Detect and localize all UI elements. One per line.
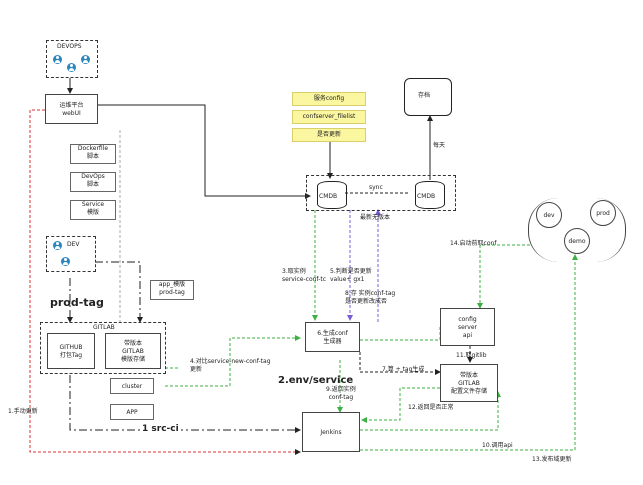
cmdb-icon (415, 181, 445, 209)
line-manual-update (29, 109, 301, 455)
env-prod[interactable]: prod (590, 200, 616, 226)
line-4 (165, 335, 301, 387)
generator-label: 6.生成conf 生成器 (317, 330, 348, 345)
jenkins-label: Jenkins (320, 429, 342, 436)
app-template-doc: app_模版 prod-tag (150, 280, 194, 300)
step-11-label: 11.取gitlib (456, 352, 487, 359)
line-7 (359, 352, 441, 375)
line-14 (477, 244, 530, 309)
jenkins-box[interactable]: Jenkins (302, 412, 360, 452)
platform-box[interactable]: 运维平台 webUI (45, 94, 98, 124)
platform-label: 运维平台 webUI (59, 102, 84, 117)
cmdb-label: CMDB (319, 193, 338, 200)
latest-label: 最新无版本 (360, 214, 391, 221)
line-platform-cmdb (98, 104, 311, 199)
step-14-label: 14.启动前取conf (450, 240, 497, 247)
step-10-label: 10.调用api (482, 442, 513, 449)
env-demo[interactable]: demo (564, 228, 590, 254)
devops-group: DEVOPS (46, 40, 98, 78)
step-9-label: 9.返回实例 conf-tag (326, 386, 356, 401)
environments-bracket (528, 198, 626, 262)
note-confserver: confserver_filelist (292, 110, 366, 124)
user-icon (61, 257, 70, 266)
github-box[interactable]: GITHUB 打包Tag (47, 333, 95, 369)
gitlab-group: GITLAB GITHUB 打包Tag 带版本 GITLAB 模版存储 (40, 322, 166, 374)
generator-box[interactable]: 6.生成conf 生成器 (305, 322, 360, 352)
line-12 (361, 387, 440, 423)
step-7-label: 7.算 + tag生成 (382, 366, 425, 373)
gitlab-template-box[interactable]: 带版本 GITLAB 模版存储 (105, 333, 161, 369)
dockerfile-doc: Dockerfile 脚本 (70, 144, 116, 164)
every-day-label: 每天 (433, 142, 446, 149)
line-src-ci (69, 375, 301, 433)
config-server-label: config server api (458, 316, 477, 339)
database-label: 存档 (418, 92, 431, 99)
gitlab-config-box[interactable]: 带版本 GITLAB 配置文件存储 (440, 364, 498, 402)
service-template-doc: Service 模版 (70, 200, 116, 220)
step-8-label: 8.存 实例conf-tag 是否更新改成否 (345, 290, 396, 305)
step-4-label: 4.对比service-new-conf-tag 更新 (190, 358, 271, 373)
cmdb-icon (317, 181, 347, 209)
sync-label: sync (369, 184, 383, 191)
gitlab-config-label: 带版本 GITLAB 配置文件存储 (450, 372, 487, 395)
config-server-box[interactable]: config server api (440, 308, 495, 346)
env-dev[interactable]: dev (536, 202, 562, 228)
app-doc: APP (110, 404, 154, 420)
gitlab-template-label: 带版本 GITLAB 模版存储 (120, 340, 145, 363)
devops-script-doc: DevOps 脚本 (70, 172, 116, 192)
note-update: 是否更新 (292, 128, 366, 142)
dev-label: DEV (67, 241, 80, 248)
cmdb-label: CMDB (417, 193, 436, 200)
env-service-label: 2.env/service (278, 375, 354, 386)
line-gen-config (360, 327, 441, 341)
prod-tag-label: prod-tag (50, 296, 104, 309)
github-label: GITHUB 打包Tag (59, 344, 83, 359)
line-dev-tpl (95, 261, 143, 323)
dev-group: DEV (46, 236, 96, 272)
step-5-label: 5.判断是否更新 value+ gx1 (330, 268, 372, 283)
cluster-doc: cluster (110, 378, 154, 394)
src-ci-label: 1 src-ci (140, 424, 181, 434)
step-1-label: 1.手动更新 (8, 408, 38, 415)
cmdb-group: CMDB sync CMDB (306, 175, 456, 211)
gitlab-label: GITLAB (93, 324, 115, 331)
line-10 (360, 391, 501, 431)
user-icon (81, 55, 90, 64)
step-12-label: 12.返回是否正常 (408, 404, 454, 411)
user-icon (53, 55, 62, 64)
step-13-label: 13.发布域更新 (532, 456, 572, 463)
user-icon (67, 63, 76, 72)
line-13 (360, 254, 578, 451)
user-icon (53, 241, 62, 250)
database-icon (404, 78, 452, 116)
devops-label: DEVOPS (57, 43, 82, 50)
step-3-label: 3.取实例 service-conf-tc (282, 268, 327, 283)
note-service-config: 服务config (292, 92, 366, 106)
